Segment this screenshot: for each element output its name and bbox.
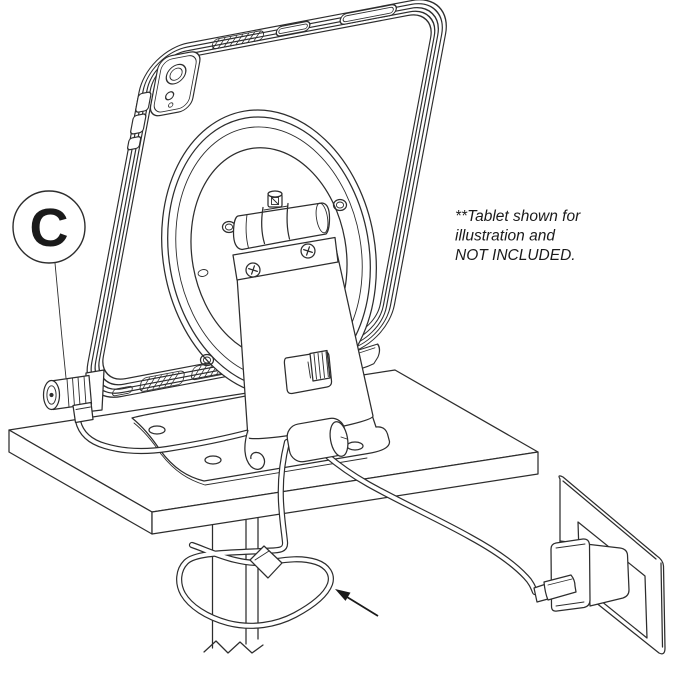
- security-cable-upper: [74, 417, 254, 455]
- volume-buttons: [127, 91, 152, 151]
- camera-module: [149, 51, 201, 117]
- top-edge-buttons: [275, 4, 397, 37]
- speaker-grille: [211, 30, 265, 50]
- arm-curl: [244, 429, 266, 470]
- callout-c: C: [12, 190, 86, 379]
- flash: [164, 91, 175, 101]
- stand-arm: [232, 190, 374, 470]
- arm-roll: [286, 417, 349, 463]
- callout-label: C: [30, 198, 69, 258]
- hinge-screw: [300, 243, 316, 259]
- note: **Tablet shown for illustration and NOT …: [455, 208, 581, 264]
- usb-plug: [533, 574, 577, 603]
- latch-tab: [309, 349, 331, 382]
- note-line-3: NOT INCLUDED.: [455, 247, 576, 264]
- hinge-screw: [245, 262, 261, 278]
- power-cable: [321, 450, 539, 596]
- note-line-2: illustration and: [455, 228, 556, 245]
- security-cable: [176, 438, 334, 629]
- leader-line: [54, 262, 67, 379]
- keyhole: [49, 392, 54, 398]
- usb-c-port: [112, 385, 133, 397]
- break-symbol: [203, 640, 264, 654]
- camera-lens: [165, 63, 187, 85]
- callout-circle: [12, 190, 86, 264]
- note-line-1: **Tablet shown for: [455, 208, 581, 225]
- cable-lock-block: [249, 545, 283, 579]
- cable-lock: [42, 369, 105, 424]
- plate-hole: [148, 425, 166, 435]
- hinge-clamp: [261, 190, 291, 245]
- direction-arrow: [335, 589, 379, 617]
- plate-hole: [204, 455, 222, 465]
- cable-slot: [283, 349, 333, 395]
- hinge-plate: [232, 236, 339, 281]
- table-leg: [203, 515, 264, 654]
- mic-hole: [168, 102, 174, 108]
